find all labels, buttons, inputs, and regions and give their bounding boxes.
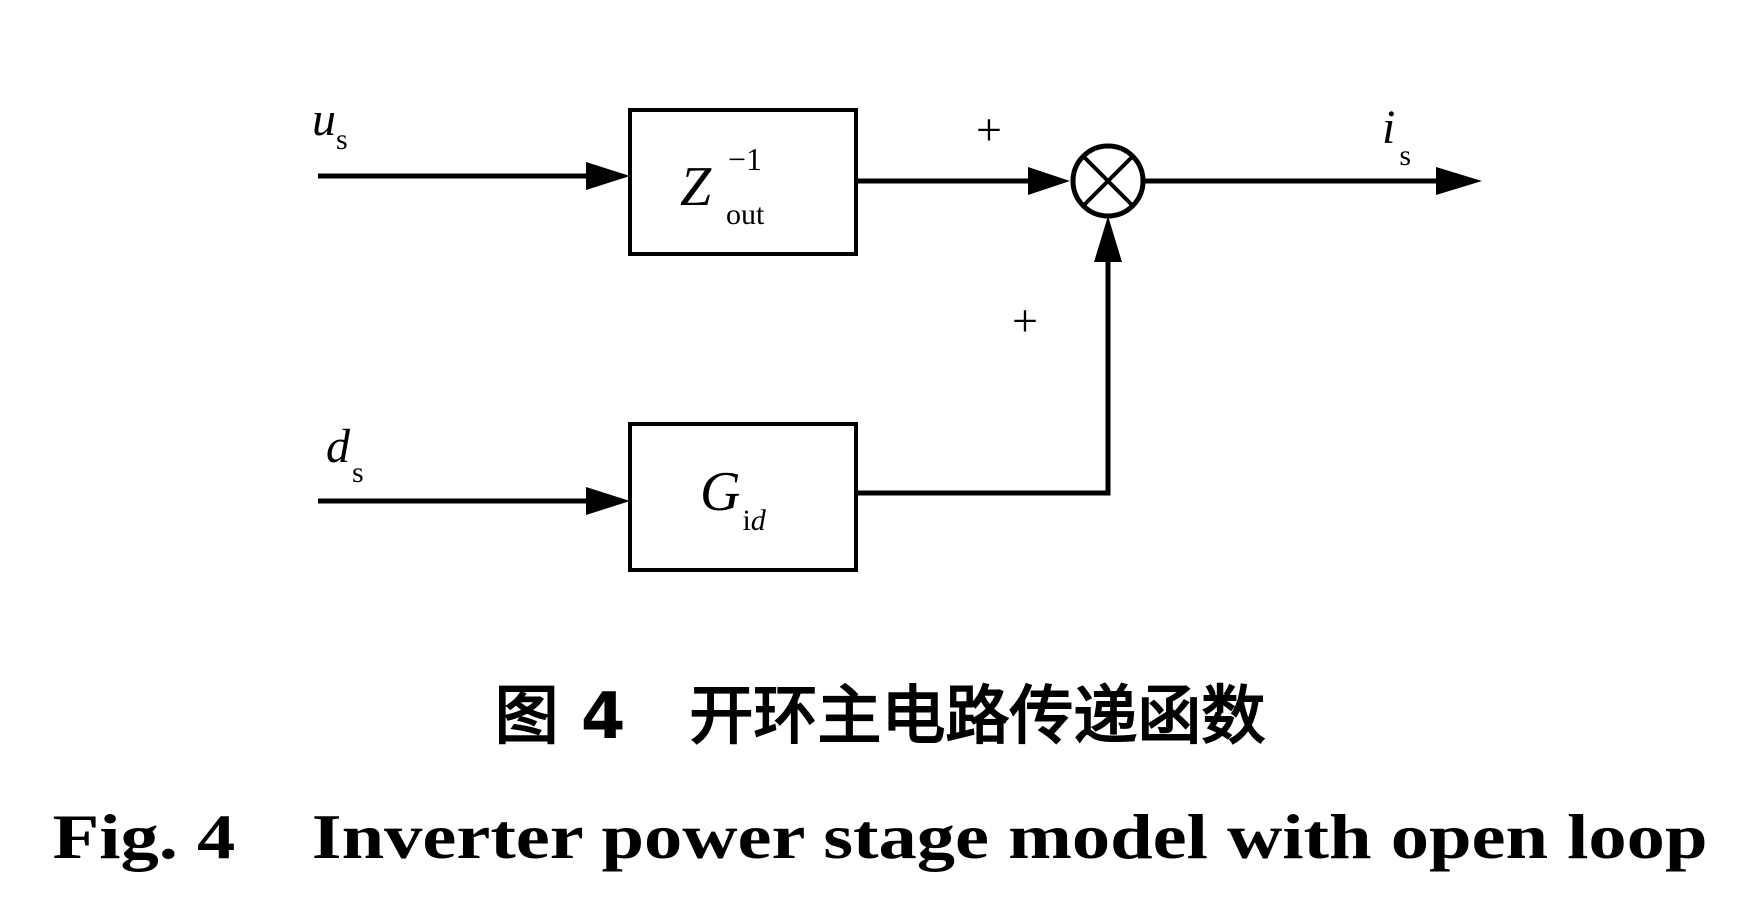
input-us-label: us bbox=[312, 93, 348, 156]
ds-arrowhead bbox=[586, 487, 630, 515]
caption-english: Fig. 4 Inverter power stage model with o… bbox=[53, 801, 1708, 872]
gid-label: Gid bbox=[700, 461, 767, 537]
summing-top-sign: + bbox=[976, 104, 1002, 155]
zout-superscript: −1 bbox=[728, 141, 762, 177]
output-is-label: is bbox=[1382, 101, 1411, 172]
summing-bottom-sign: + bbox=[1012, 295, 1038, 346]
gid-block bbox=[628, 422, 858, 572]
is-arrowhead bbox=[1436, 167, 1482, 195]
zout-label: Z bbox=[680, 156, 712, 218]
gid-output-arrowhead bbox=[1094, 216, 1122, 262]
zout-output-arrowhead bbox=[1028, 167, 1070, 195]
us-arrowhead bbox=[586, 162, 630, 190]
zout-subscript: out bbox=[726, 198, 765, 231]
caption-chinese: 图 4 开环主电路传递函数 bbox=[495, 680, 1266, 754]
gid-output-line bbox=[856, 255, 1111, 496]
summing-junction bbox=[1070, 143, 1146, 219]
input-ds-label: ds bbox=[326, 420, 364, 489]
zout-block bbox=[628, 108, 858, 256]
